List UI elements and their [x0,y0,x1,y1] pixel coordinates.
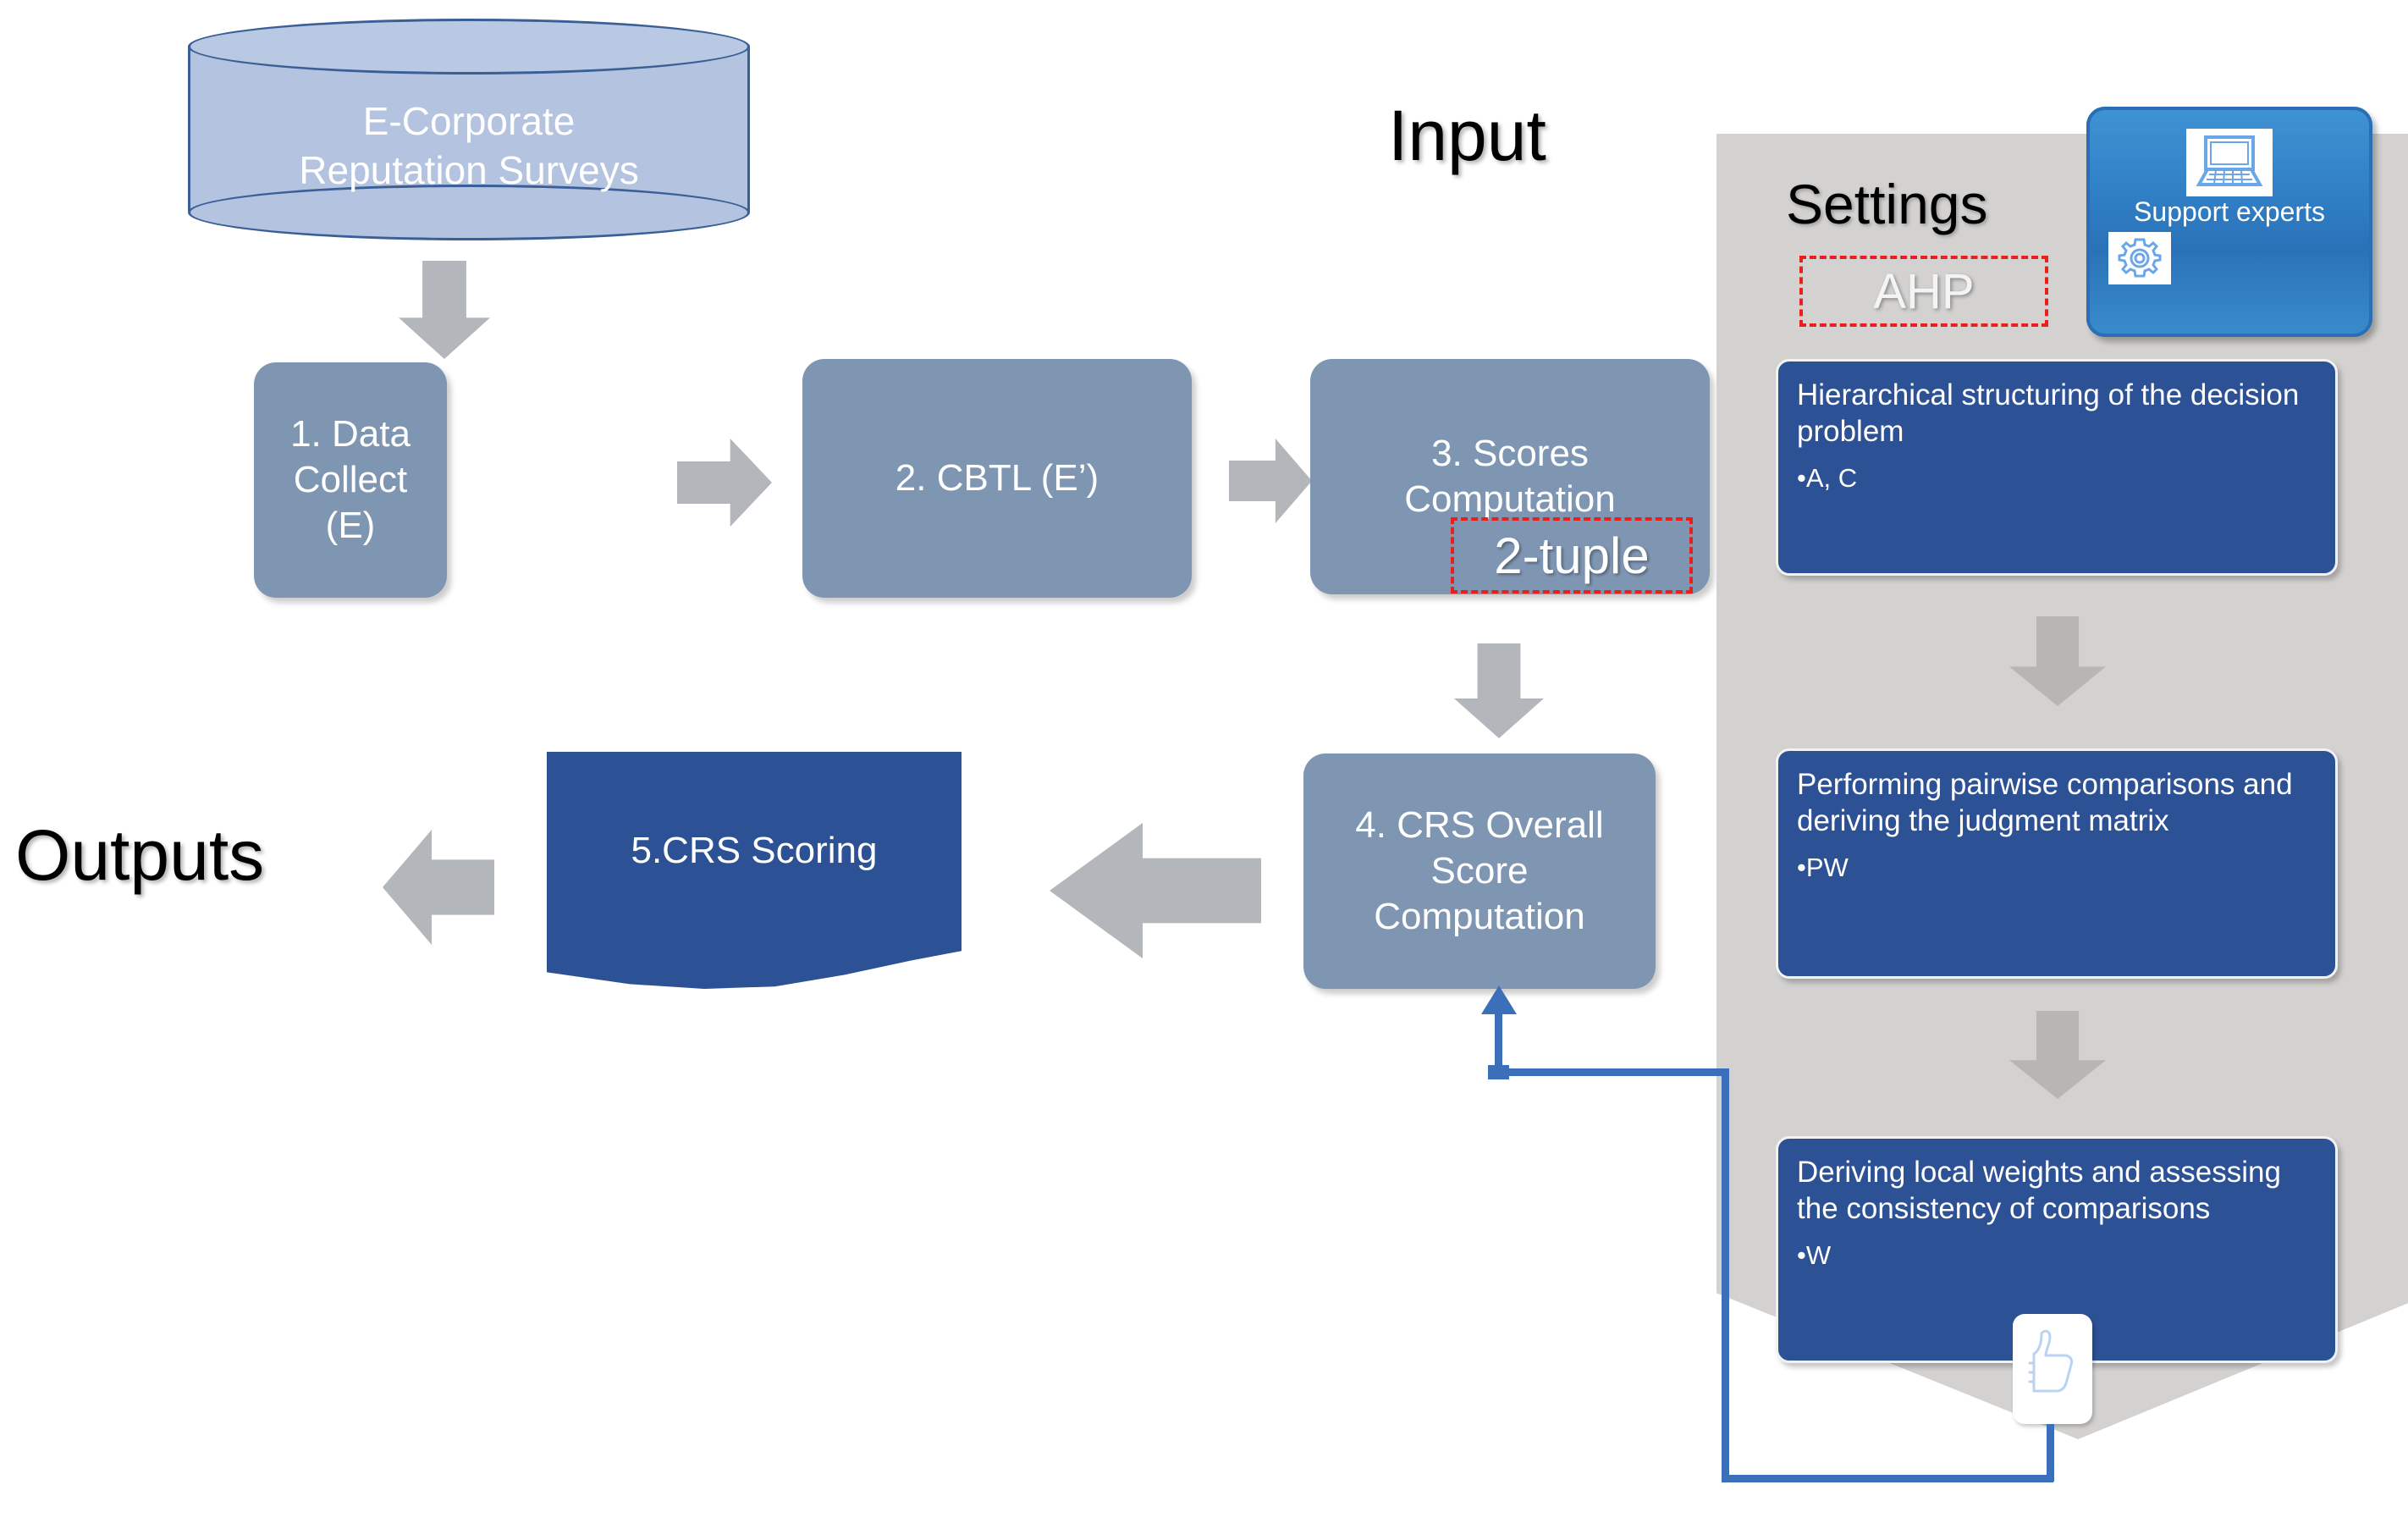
datastore-label: E-Corporate Reputation Surveys [188,66,750,227]
connector-arrowhead [1481,985,1517,1014]
support-experts-button[interactable]: Support experts [2086,107,2372,337]
arrow-step2-to-step3 [1229,439,1312,523]
ahp-step-card-1[interactable]: Hierarchical structuring of the decision… [1776,359,2338,576]
step-5-label: 5.CRS Scoring [631,830,878,871]
datastore-label-line1: E-Corporate [362,99,576,144]
connector-segment-vertical-left [1722,1068,1729,1480]
step-4-line1: 4. CRS Overall [1355,804,1604,847]
annotation-2-tuple-label: 2-tuple [1494,527,1650,584]
arrow-step1-to-step2 [677,439,772,527]
datastore-cylinder: E-Corporate Reputation Surveys [188,19,753,240]
step-2-label: 2. CBTL (E’) [895,457,1099,500]
process-box-step-2[interactable]: 2. CBTL (E’) [802,359,1192,598]
step-3-line1: 3. Scores [1431,433,1589,475]
step-4-line2: Score [1430,850,1529,892]
step-4-line3: Computation [1374,895,1585,937]
step-1-line2: (E) [325,504,376,546]
gear-icon [2108,232,2171,284]
connector-segment-horizontal-bottom [1722,1475,2053,1482]
connector-segment-riser [1495,1006,1502,1074]
ahp-step-3-text: Deriving local weights and assessing the… [1797,1156,2281,1226]
connector-segment-horizontal-top [1495,1068,1728,1076]
settings-title: Settings [1786,173,1988,235]
process-box-step-1[interactable]: 1. Data Collect (E) [254,362,447,598]
support-experts-label: Support experts [2134,196,2325,227]
process-box-step-4[interactable]: 4. CRS Overall Score Computation [1303,753,1656,989]
connector-segment-vertical-right [2047,1424,2054,1482]
annotation-2-tuple: 2-tuple [1451,517,1693,593]
process-box-step-3[interactable]: 3. Scores Computation [1310,359,1710,594]
step-3-line2: Computation [1404,478,1616,520]
laptop-icon [2186,129,2273,196]
cylinder-bottom-ellipse [188,185,750,240]
annotation-ahp: AHP [1799,256,2048,327]
ahp-step-1-bullet: •A, C [1797,462,1858,493]
thumbs-up-icon[interactable] [2013,1314,2092,1424]
arrow-step5-to-outputs [383,830,494,945]
arrow-step3-to-step4 [1454,643,1544,738]
outputs-label: Outputs [15,815,265,895]
datastore-label-line2: Reputation Surveys [299,148,639,192]
ahp-step-card-2[interactable]: Performing pairwise comparisons and deri… [1776,748,2338,979]
cylinder-top-ellipse [188,19,750,75]
arrow-datastore-to-step1 [399,261,490,359]
input-label: Input [1388,96,1546,175]
arrow-step4-to-step5 [1050,823,1261,958]
ahp-step-1-text: Hierarchical structuring of the decision… [1797,378,2300,449]
connector-junction [1488,1065,1509,1079]
step-1-line1: 1. Data Collect [290,413,411,501]
ahp-step-3-bullet: •W [1797,1239,1832,1270]
annotation-ahp-label: AHP [1873,263,1975,319]
ahp-step-2-text: Performing pairwise comparisons and deri… [1797,768,2293,838]
ahp-step-2-bullet: •PW [1797,852,1849,882]
document-shape-step-5[interactable]: 5.CRS Scoring [547,752,962,989]
